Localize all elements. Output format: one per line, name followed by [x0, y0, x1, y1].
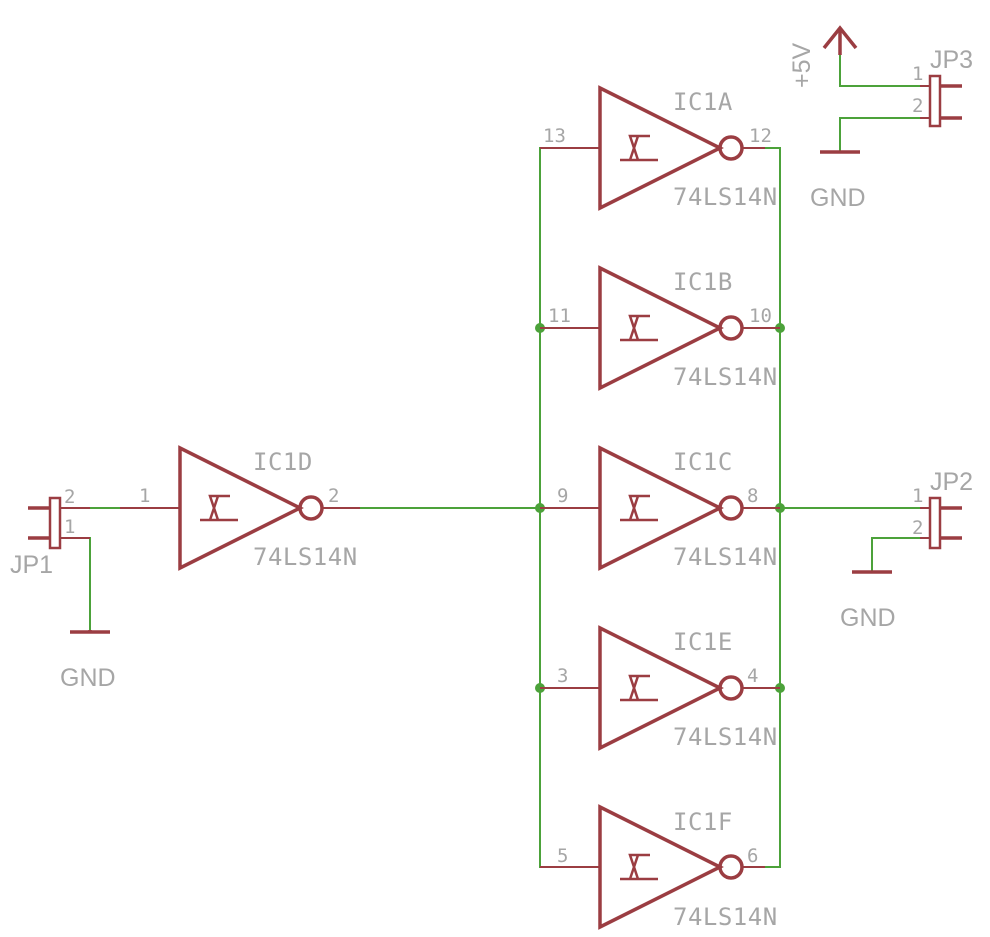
jp2-pin-top: 1: [912, 485, 923, 507]
jp2-pin-bottom: 2: [912, 517, 923, 539]
connector-jp3: [920, 74, 962, 128]
gate-ic1f: [540, 804, 765, 930]
jp3-pin-top: 1: [912, 63, 923, 85]
wires: [89, 54, 921, 868]
connector-jp2: [920, 496, 962, 550]
gate-ic1a: [540, 85, 765, 211]
jp3-pin-bottom: 2: [912, 95, 923, 117]
wire-jp3-gnd: [839, 117, 921, 151]
schmitt-trigger-inverter-icon: [598, 265, 724, 391]
gate-name-ic1e: IC1E: [673, 628, 733, 656]
gate-ic1e: [540, 625, 780, 751]
gate-value-ic1d: 74LS14N: [253, 543, 358, 571]
jp1-label: JP1: [10, 551, 53, 579]
ground-label-jp3: GND: [810, 184, 866, 212]
wire-jp2-gnd: [871, 537, 921, 571]
schmitt-trigger-inverter-icon: [598, 445, 724, 571]
gate-value-ic1b: 74LS14N: [673, 363, 778, 391]
gate-value-ic1e: 74LS14N: [673, 723, 778, 751]
pin-in-ic1d: 1: [139, 485, 150, 507]
gate-value-ic1a: 74LS14N: [673, 183, 778, 211]
pin-in-ic1b: 11: [548, 305, 571, 327]
gate-ic1c: [540, 445, 780, 571]
ground-symbol-icon: [70, 630, 110, 634]
gate-name-ic1d: IC1D: [253, 448, 313, 476]
pin-in-ic1f: 5: [557, 845, 568, 867]
schmitt-trigger-inverter-icon: [178, 445, 304, 571]
gate-value-ic1f: 74LS14N: [673, 903, 778, 931]
pin-out-ic1b: 10: [749, 305, 772, 327]
gate-name-ic1f: IC1F: [673, 808, 733, 836]
jp3-label: JP3: [930, 46, 973, 74]
wire-jp3-supply: [839, 54, 921, 87]
gate-name-ic1c: IC1C: [673, 448, 733, 476]
pin-out-ic1c: 8: [747, 485, 758, 507]
pin-in-ic1e: 3: [557, 665, 568, 687]
gate-name-ic1a: IC1A: [673, 88, 733, 116]
gate-value-ic1c: 74LS14N: [673, 543, 778, 571]
ground-label-jp2: GND: [840, 604, 896, 632]
jp2-label: JP2: [930, 468, 973, 496]
gate-ic1d: [120, 445, 360, 571]
schmitt-trigger-inverter-icon: [598, 625, 724, 751]
supply-arrow-icon: [822, 25, 858, 55]
pin-header-icon: [28, 496, 90, 550]
pin-out-ic1a: 12: [749, 125, 772, 147]
pin-header-icon: [920, 496, 962, 550]
pin-in-ic1a: 13: [543, 125, 566, 147]
pin-out-ic1e: 4: [747, 665, 758, 687]
schmitt-trigger-inverter-icon: [598, 804, 724, 930]
pin-out-ic1d: 2: [328, 485, 339, 507]
supply-label: +5V: [788, 42, 816, 88]
gate-name-ic1b: IC1B: [673, 268, 733, 296]
ground-label-jp1: GND: [60, 664, 116, 692]
jp1-pin-top: 2: [64, 486, 75, 508]
jp1-pin-bottom: 1: [64, 516, 75, 538]
pin-header-icon: [920, 74, 962, 128]
pin-in-ic1c: 9: [557, 485, 568, 507]
connector-jp1: [28, 496, 90, 550]
gate-ic1b: [540, 265, 780, 391]
schmitt-trigger-inverter-icon: [598, 85, 724, 211]
pin-out-ic1f: 6: [747, 845, 758, 867]
